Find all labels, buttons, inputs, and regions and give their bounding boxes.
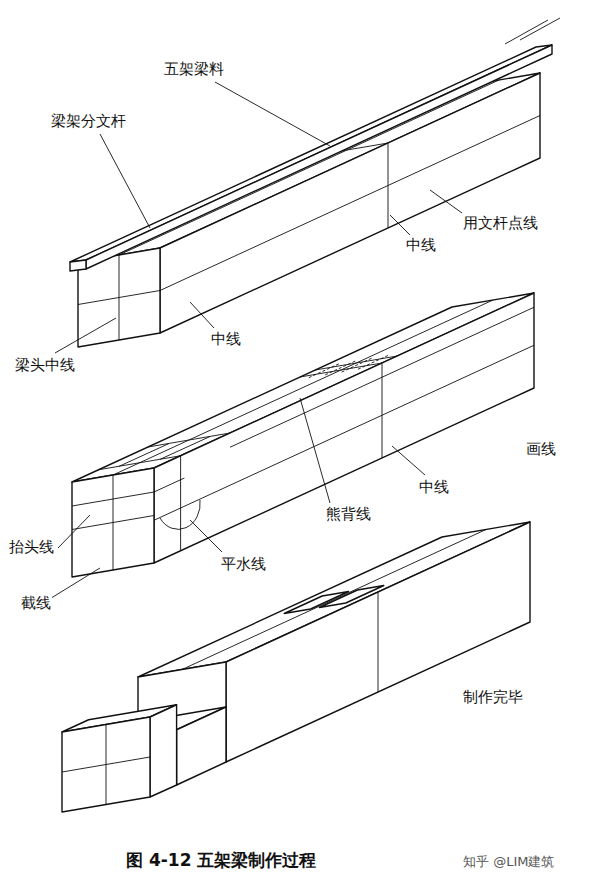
- part-label: 中线: [418, 478, 450, 496]
- measuring-rod: [70, 18, 560, 271]
- part-label: 画线: [525, 440, 557, 458]
- part-label: 平水线: [220, 555, 267, 573]
- part-label: 梁架分文杆: [50, 112, 127, 130]
- part-label: 截线: [20, 594, 52, 612]
- part-label: 用文杆点线: [462, 214, 539, 232]
- leader-lines: [48, 82, 462, 600]
- part-label: 抬头线: [8, 538, 55, 556]
- part-label: 中线: [405, 236, 437, 254]
- beam-finished: [62, 522, 530, 812]
- figure-caption: 图 4-12 五架梁制作过程: [125, 850, 317, 870]
- part-label: 五架梁料: [163, 60, 225, 78]
- part-label: 制作完毕: [462, 688, 524, 706]
- watermark: 知乎 @LIM建筑: [462, 853, 555, 871]
- part-label: 中线: [210, 330, 242, 348]
- part-label: 梁头中线: [14, 356, 76, 374]
- part-label: 熊背线: [325, 505, 372, 523]
